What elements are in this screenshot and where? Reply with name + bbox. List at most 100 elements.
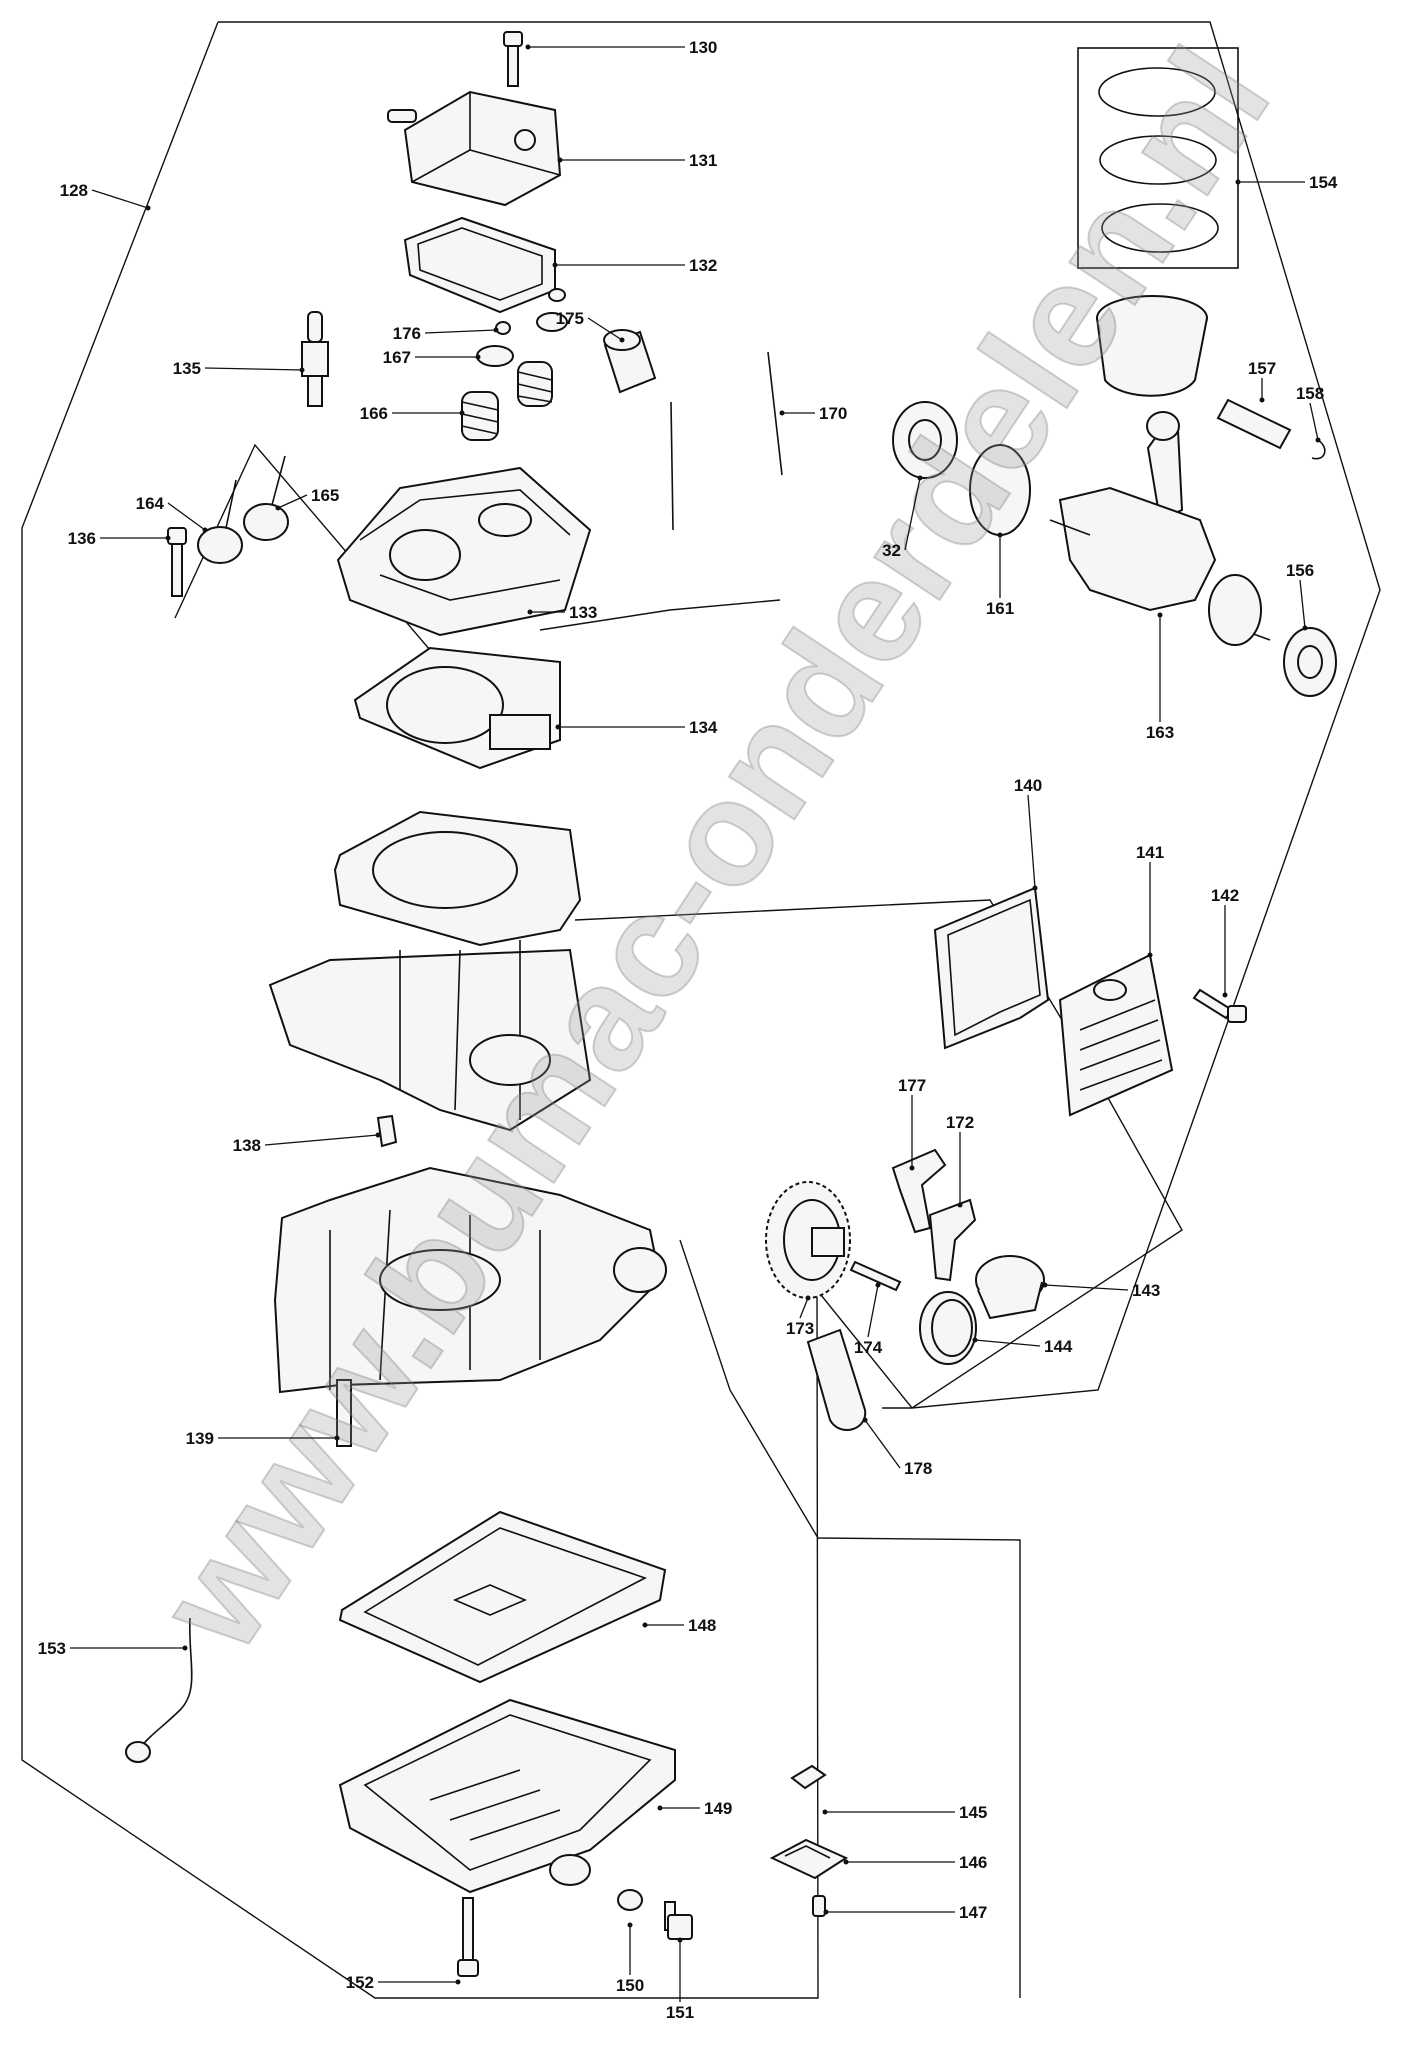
piston-rings-154: [1077, 47, 1239, 269]
leader-dot-175: [619, 337, 625, 343]
leader-dot-147: [823, 1909, 829, 1915]
plate-145: [790, 1764, 827, 1790]
leader-dot-133: [527, 609, 533, 615]
callout-label-172: 172: [946, 1113, 974, 1132]
leader-line-174: [867, 1284, 879, 1338]
leader-dot-157: [1259, 397, 1265, 403]
leader-line-178: [864, 1419, 901, 1469]
leader-dot-172: [957, 1202, 963, 1208]
leader-line-138: [264, 1134, 379, 1146]
callout-label-139: 139: [186, 1429, 214, 1448]
valve-cover-131: [387, 90, 562, 207]
callout-label-131: 131: [689, 151, 717, 170]
side-cover-141: [1058, 953, 1174, 1117]
callout-label-143: 143: [1132, 1281, 1160, 1300]
leader-line-176: [424, 329, 497, 334]
leader-dot-148: [642, 1622, 648, 1628]
callout-label-135: 135: [173, 359, 201, 378]
leader-line-175: [587, 317, 623, 341]
crankcase-lower: [273, 1166, 667, 1394]
callout-label-142: 142: [1211, 886, 1239, 905]
leader-dot-178: [862, 1417, 868, 1423]
leader-line-164: [167, 502, 206, 531]
callout-label-166: 166: [360, 404, 388, 423]
leader-dot-163: [1157, 612, 1163, 618]
cover-gasket-132: [403, 216, 556, 314]
callout-label-128: 128: [60, 181, 88, 200]
leader-dot-144: [972, 1337, 978, 1343]
callout-label-132: 132: [689, 256, 717, 275]
callout-label-145: 145: [959, 1803, 987, 1822]
callout-label-148: 148: [688, 1616, 716, 1635]
leader-line-173: [799, 1297, 809, 1319]
leader-dot-170: [779, 410, 785, 416]
oil-pump-sub-boundary: [679, 1239, 1021, 1998]
valve-165: [243, 455, 289, 541]
callout-label-165: 165: [311, 486, 339, 505]
leader-dot-128: [145, 205, 151, 211]
valve-spring-166: [461, 361, 553, 441]
callout-label-157: 157: [1248, 359, 1276, 378]
leader-dot-167: [475, 354, 481, 360]
callout-label-161: 161: [986, 599, 1014, 618]
crankshaft-163: [1049, 411, 1271, 646]
oil-pan-149: [338, 1698, 676, 1894]
leader-dot-158: [1315, 437, 1321, 443]
callout-label-156: 156: [1286, 561, 1314, 580]
ring-144: [919, 1291, 977, 1365]
oil-seal-156: [1283, 627, 1337, 697]
callout-label-177: 177: [898, 1076, 926, 1095]
oil-seal-32: [892, 401, 958, 479]
leader-dot-176: [493, 327, 499, 333]
leader-dot-154: [1235, 179, 1241, 185]
tappet-172: [928, 1198, 977, 1282]
leader-dot-143: [1042, 1282, 1048, 1288]
callout-label-144: 144: [1044, 1337, 1073, 1356]
callout-label-163: 163: [1146, 723, 1174, 742]
callout-label-32: 32: [882, 541, 901, 560]
piston-pin-157: [1216, 398, 1292, 450]
callout-leader-lines: [70, 44, 1321, 2002]
callout-label-150: 150: [616, 1976, 644, 1995]
leader-line-32: [904, 477, 921, 551]
leader-dot-152: [455, 1979, 461, 1985]
leader-dot-134: [555, 724, 561, 730]
cylinder-head-133: [336, 466, 592, 637]
leader-dot-156: [1302, 625, 1308, 631]
callout-label-149: 149: [704, 1799, 732, 1818]
leader-dot-173: [805, 1295, 811, 1301]
leader-dot-131: [557, 157, 563, 163]
cylinder-block: [268, 810, 592, 1132]
leader-dot-165: [275, 505, 281, 511]
cap-146: [769, 1838, 849, 1880]
leader-dot-32: [917, 475, 923, 481]
callout-label-170: 170: [819, 404, 847, 423]
callout-label-151: 151: [666, 2003, 694, 2022]
tappet-177: [891, 1148, 947, 1234]
spark-plug-135: [301, 311, 329, 407]
head-gasket-134: [353, 646, 561, 770]
cap-143: [975, 1255, 1045, 1320]
bolt-130: [503, 31, 523, 87]
callout-label-147: 147: [959, 1903, 987, 1922]
engine-block-sub-boundary: [574, 899, 1183, 1409]
bolt-152: [457, 1897, 479, 1977]
pin-174: [849, 1260, 902, 1292]
leader-dot-135: [299, 367, 305, 373]
leader-line-140: [1027, 794, 1036, 889]
oil-pan-gasket-148: [338, 1510, 667, 1684]
leader-dot-138: [375, 1132, 381, 1138]
piston: [1096, 295, 1208, 397]
pushrod-link-lines: [539, 599, 781, 631]
callout-label-152: 152: [346, 1973, 374, 1992]
leader-dot-141: [1147, 952, 1153, 958]
retainer-176: [495, 321, 511, 335]
drain-plug-138: [376, 1114, 398, 1148]
drain-bolt-151: [664, 1901, 693, 1940]
callout-label-133: 133: [569, 603, 597, 622]
leader-line-165: [277, 494, 308, 509]
callout-label-153: 153: [38, 1639, 66, 1658]
screw-147: [812, 1895, 826, 1917]
